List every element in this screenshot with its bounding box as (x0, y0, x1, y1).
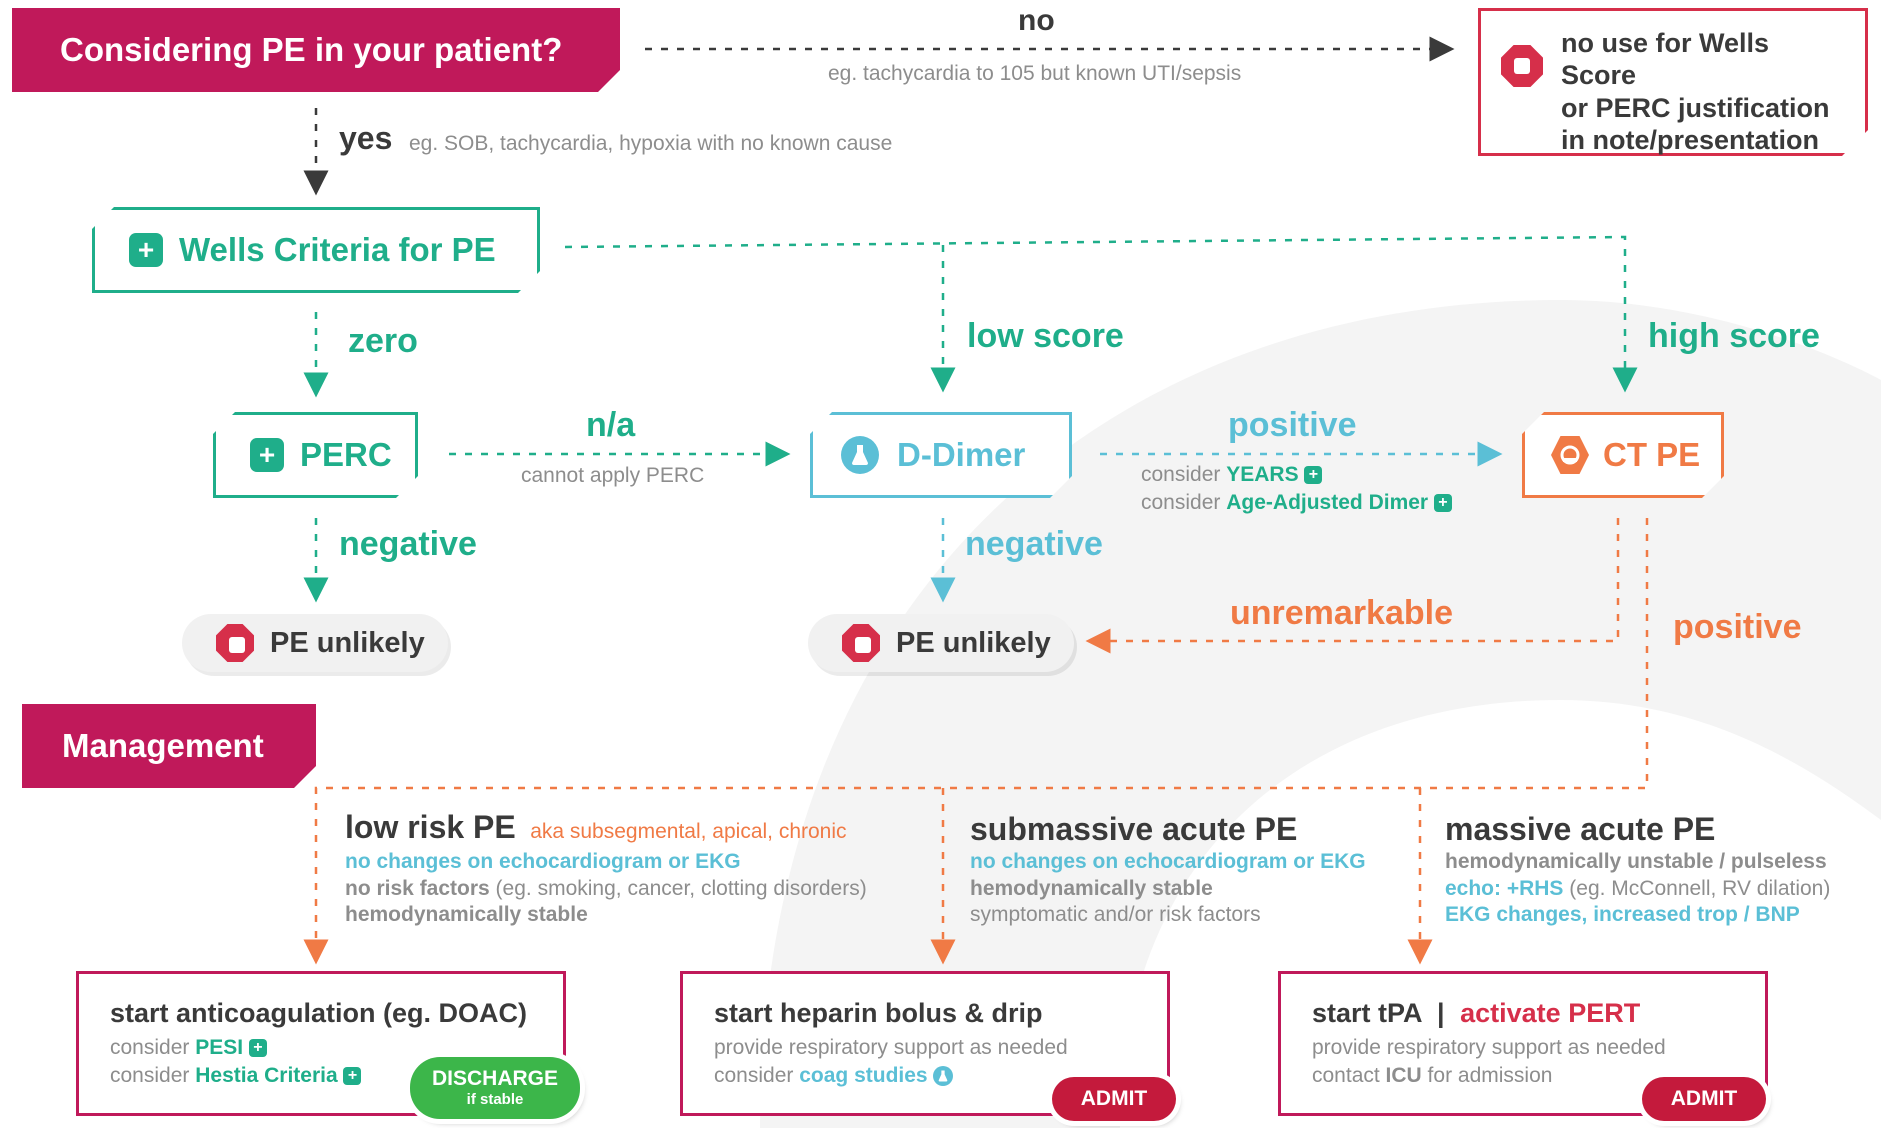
submassive-title: submassive acute PE (970, 811, 1298, 847)
anticoagulation-box (76, 971, 566, 1116)
age-adjusted-link[interactable]: Age-Adjusted Dimer (1226, 491, 1429, 514)
start-question-text: Considering PE in your patient? (60, 31, 563, 68)
low-risk-details: no changes on echocardiogram or EKG no r… (345, 850, 867, 927)
d-dimer-negative-label: negative (965, 525, 1103, 563)
admit-button-massive[interactable]: ADMIT (1642, 1077, 1766, 1121)
ct-pe-title: CT PE (1603, 436, 1701, 473)
na-label: n/a (586, 406, 636, 444)
consider-age-adjusted: consider Age-Adjusted Dimer + (1141, 490, 1452, 517)
perc-box[interactable]: + PERC (213, 412, 418, 498)
plus-icon: + (1433, 494, 1452, 513)
ct-icon (1551, 436, 1589, 474)
admit-button-submassive[interactable]: ADMIT (1052, 1077, 1176, 1121)
d-dimer-pe-unlikely: PE unlikely (808, 614, 1074, 672)
heparin-line1: provide respiratory support as needed (714, 1036, 1068, 1059)
no-use-box: no use for Wells Score or PERC justifica… (1478, 8, 1868, 156)
consider-pesi: consider PESI + (110, 1035, 267, 1062)
d-dimer-title: D-Dimer (897, 436, 1026, 473)
tpa-title: start tPA (1312, 998, 1422, 1028)
plus-icon: + (248, 1039, 267, 1058)
pesi-link[interactable]: PESI (195, 1036, 244, 1059)
management-title: Management (62, 727, 264, 764)
plus-icon: + (1304, 466, 1323, 485)
yes-note: eg. SOB, tachycardia, hypoxia with no kn… (409, 132, 893, 155)
wells-title: Wells Criteria for PE (179, 231, 496, 268)
hestia-link[interactable]: Hestia Criteria (195, 1064, 338, 1087)
years-link[interactable]: YEARS (1226, 463, 1299, 486)
ct-pe-box[interactable]: CT PE (1522, 412, 1724, 498)
perc-title: PERC (300, 436, 392, 473)
consider-years: consider YEARS + (1141, 462, 1323, 489)
admit-label: ADMIT (1670, 1087, 1738, 1110)
pe-unlikely-text: PE unlikely (896, 626, 1051, 659)
plus-icon: + (250, 438, 284, 472)
low-risk-title: low risk PE (345, 809, 516, 845)
na-note: cannot apply PERC (521, 464, 705, 487)
perc-pe-unlikely: PE unlikely (182, 614, 448, 672)
massive-title: massive acute PE (1445, 811, 1716, 847)
unremarkable-label: unremarkable (1230, 594, 1453, 632)
no-use-line: in note/presentation (1561, 125, 1820, 156)
anticoagulation-title: start anticoagulation (eg. DOAC) (110, 998, 528, 1028)
tpa-title-row: start tPA | activate PERT (1312, 998, 1641, 1028)
yes-label: yes (339, 120, 393, 156)
zero-label: zero (348, 322, 418, 360)
discharge-label: DISCHARGE (431, 1067, 558, 1090)
low-risk-section: low risk PE aka subsegmental, apical, ch… (345, 807, 847, 848)
tpa-line1: provide respiratory support as needed (1312, 1036, 1666, 1059)
admit-label: ADMIT (1080, 1087, 1148, 1110)
massive-details: hemodynamically unstable / pulseless ech… (1445, 850, 1831, 927)
discharge-button[interactable]: DISCHARGE if stable (410, 1057, 580, 1119)
d-dimer-box[interactable]: D-Dimer (810, 412, 1072, 498)
discharge-sublabel: if stable (466, 1091, 524, 1108)
low-risk-aka: aka subsegmental, apical, chronic (530, 820, 847, 843)
flask-icon (841, 436, 879, 474)
wells-criteria-box[interactable]: + Wells Criteria for PE (92, 207, 540, 293)
consider-coag: consider coag studies (714, 1063, 954, 1090)
ct-positive-label: positive (1673, 608, 1802, 646)
plus-icon: + (343, 1067, 362, 1086)
no-use-line: no use for Wells Score (1561, 28, 1770, 91)
activate-pert[interactable]: activate PERT (1460, 998, 1641, 1028)
management-banner: Management (22, 704, 316, 788)
stop-icon (1501, 45, 1543, 87)
stop-icon (216, 624, 254, 662)
high-score-label: high score (1648, 317, 1820, 355)
tpa-line2: contact ICU for admission (1312, 1064, 1553, 1087)
low-score-label: low score (967, 317, 1124, 355)
submassive-details: no changes on echocardiogram or EKG hemo… (970, 850, 1366, 927)
flask-icon (933, 1066, 954, 1087)
heparin-title: start heparin bolus & drip (714, 998, 1043, 1028)
no-use-line: or PERC justification (1561, 92, 1830, 123)
pe-unlikely-text: PE unlikely (270, 626, 425, 659)
no-note: eg. tachycardia to 105 but known UTI/sep… (828, 62, 1242, 85)
perc-negative-label: negative (339, 525, 477, 563)
stop-icon (842, 624, 880, 662)
no-label: no (1018, 4, 1055, 37)
start-question-banner: Considering PE in your patient? (12, 8, 620, 92)
plus-icon: + (129, 233, 163, 267)
d-dimer-positive-label: positive (1228, 406, 1357, 444)
coag-studies-link[interactable]: coag studies (799, 1064, 928, 1087)
consider-hestia: consider Hestia Criteria + (110, 1063, 362, 1090)
